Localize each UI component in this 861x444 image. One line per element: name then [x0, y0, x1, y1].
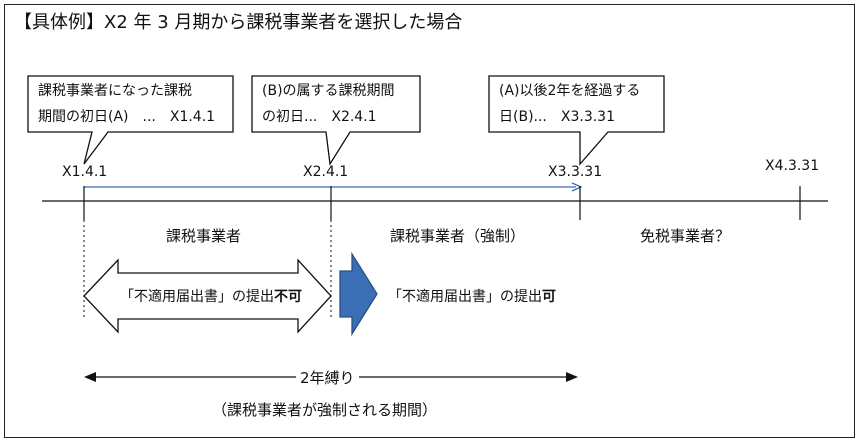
- callout-2-line1: (B)の属する課税期間: [262, 83, 395, 99]
- date-label-x2-4-1: X2.4.1: [303, 164, 349, 180]
- callout-box-3: [488, 75, 665, 166]
- note-not-allowed: 「不適用届出書」の提出不可: [120, 286, 302, 306]
- segment-label-exempt: 免税事業者？: [640, 227, 731, 245]
- segment-label-taxable: 課税事業者: [166, 227, 242, 245]
- callout-box-2: [251, 75, 421, 166]
- callout-3-line2: 日(B)... X3.3.31: [499, 109, 615, 125]
- callout-1-line1: 課税事業者になった課税: [38, 83, 192, 99]
- date-label-x3-3-31: X3.3.31: [548, 164, 603, 180]
- callout-2-text: (B)の属する課税期間 の初日... X2.4.1: [262, 78, 395, 130]
- period-arrow-head: [571, 182, 583, 192]
- diagram-frame: [4, 4, 855, 438]
- double-arrow: [83, 258, 332, 334]
- callout-3-text: (A)以後2年を経過する 日(B)... X3.3.31: [499, 78, 640, 130]
- note-not-allowed-prefix: 「不適用届出書」の提出: [120, 289, 274, 305]
- callout-1-line2: 期間の初日(A) ... X1.4.1: [38, 109, 216, 125]
- span-arrow-left-head: [84, 372, 96, 382]
- note-allowed-prefix: 「不適用届出書」の提出: [388, 289, 542, 305]
- span-caption: （課税事業者が強制される期間）: [212, 401, 438, 419]
- blue-block-arrow: [339, 251, 378, 337]
- note-allowed-strong: 可: [542, 289, 556, 305]
- segment-label-taxable-forced: 課税事業者（強制）: [390, 227, 526, 245]
- span-arrow-right-head: [566, 372, 578, 382]
- callout-1-text: 課税事業者になった課税 期間の初日(A) ... X1.4.1: [38, 78, 215, 130]
- note-allowed: 「不適用届出書」の提出可: [388, 286, 556, 306]
- span-label: 2年縛り: [296, 367, 359, 388]
- page-title: 【具体例】X2 年 3 月期から課税事業者を選択した場合: [14, 12, 463, 33]
- note-not-allowed-strong: 不可: [274, 289, 302, 305]
- date-label-x4-3-31: X4.3.31: [765, 158, 820, 174]
- callout-3-line1: (A)以後2年を経過する: [499, 83, 641, 99]
- callout-2-line2: の初日... X2.4.1: [262, 109, 377, 125]
- date-label-x1-4-1: X1.4.1: [62, 164, 108, 180]
- callout-box-1: [27, 75, 234, 165]
